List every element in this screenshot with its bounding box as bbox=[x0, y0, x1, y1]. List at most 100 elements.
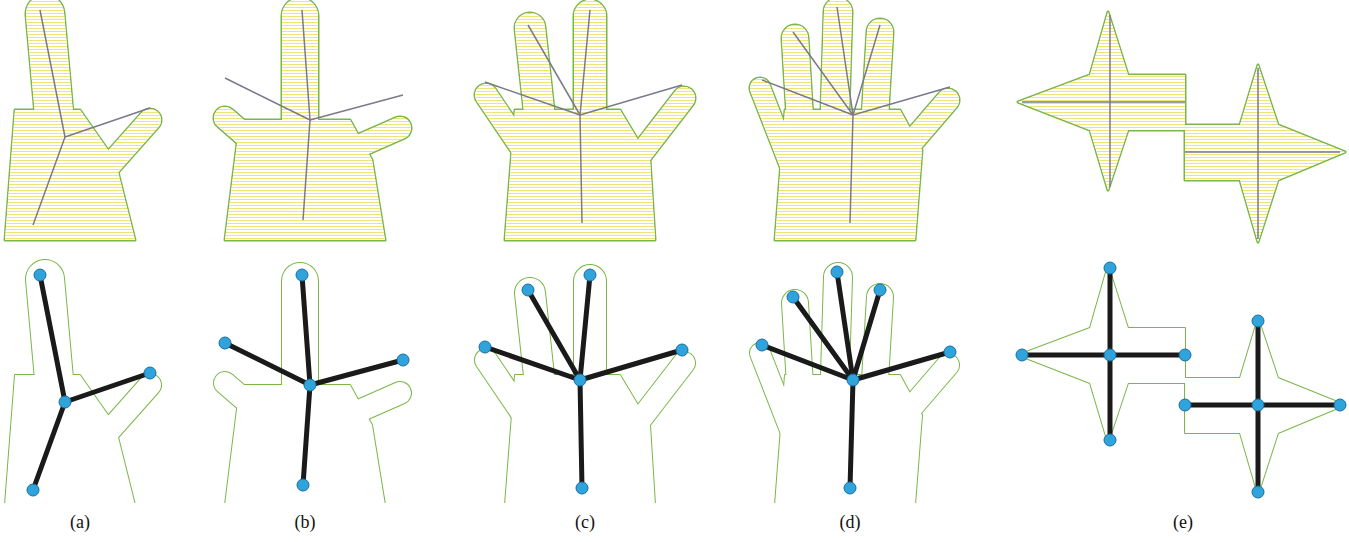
finger-region bbox=[905, 365, 948, 415]
skeleton-figure bbox=[1016, 262, 1346, 498]
panel-label: (c) bbox=[575, 512, 595, 533]
skeleton-figure bbox=[0, 269, 1349, 511]
medial-axis bbox=[1022, 101, 1110, 103]
finger-region bbox=[760, 88, 790, 165]
skeleton-node bbox=[1179, 399, 1191, 411]
skeleton-node bbox=[787, 291, 799, 303]
skeleton-node bbox=[479, 341, 491, 353]
hand-region bbox=[505, 375, 655, 505]
finger-region bbox=[110, 120, 150, 165]
skeleton-edge bbox=[837, 272, 853, 380]
chords bbox=[486, 16, 684, 240]
skeleton-edge bbox=[40, 275, 65, 402]
outline bbox=[5, 279, 150, 505]
hand-region bbox=[1018, 265, 1185, 443]
skeleton-node bbox=[844, 482, 856, 494]
finger-region bbox=[225, 383, 262, 415]
skeleton-edge bbox=[65, 373, 150, 402]
finger-region bbox=[760, 353, 790, 430]
interior bbox=[486, 16, 684, 240]
hand-region bbox=[1018, 265, 1185, 443]
medial-axis-figure bbox=[485, 10, 684, 240]
medial-axis-figure bbox=[1018, 12, 1345, 242]
medial-axis bbox=[580, 10, 590, 115]
medial-axis bbox=[40, 10, 65, 137]
medial-axis bbox=[853, 87, 950, 115]
skeleton-node bbox=[34, 269, 46, 281]
outline bbox=[5, 14, 150, 240]
chords bbox=[225, 16, 400, 240]
finger-region bbox=[640, 98, 684, 155]
skeleton-node bbox=[1252, 486, 1264, 498]
medial-axis-figure bbox=[760, 7, 950, 240]
finger-region bbox=[905, 365, 948, 415]
skeleton-edge bbox=[303, 385, 310, 485]
medial-axis-figure bbox=[225, 10, 403, 240]
skeleton-edge bbox=[580, 275, 590, 380]
finger-region bbox=[574, 16, 606, 115]
medial-axis bbox=[1257, 68, 1259, 152]
medial-axis bbox=[225, 78, 310, 120]
finger-region bbox=[835, 12, 838, 110]
skeleton-node bbox=[27, 484, 39, 496]
finger-region bbox=[45, 14, 55, 125]
skeleton-node bbox=[296, 269, 308, 281]
finger-region bbox=[835, 12, 838, 110]
finger-region bbox=[760, 88, 790, 165]
hand-region bbox=[1018, 12, 1185, 190]
skeleton-node bbox=[847, 374, 859, 386]
interior bbox=[760, 277, 948, 505]
skeleton-node bbox=[584, 269, 596, 281]
finger-region bbox=[905, 100, 948, 150]
skeleton-node bbox=[1179, 349, 1191, 361]
skeleton-node bbox=[59, 396, 71, 408]
skeleton-edge bbox=[1185, 403, 1258, 408]
medial-axis bbox=[485, 82, 580, 115]
finger-region bbox=[760, 88, 790, 165]
wrist-cut bbox=[0, 503, 1349, 511]
hand-region bbox=[1018, 12, 1185, 190]
finger-region bbox=[760, 353, 790, 430]
skeleton-node bbox=[522, 284, 534, 296]
finger-region bbox=[350, 393, 400, 415]
skeleton-node bbox=[1252, 315, 1264, 327]
outline bbox=[1018, 12, 1345, 242]
outline bbox=[486, 16, 684, 240]
interior bbox=[760, 12, 948, 240]
hand-region bbox=[505, 110, 655, 240]
outline bbox=[1018, 265, 1345, 495]
hand-region bbox=[1185, 65, 1345, 242]
outline bbox=[225, 281, 400, 505]
medial-axis bbox=[1258, 151, 1340, 153]
skeleton-node bbox=[574, 374, 586, 386]
interior bbox=[5, 14, 150, 240]
skeleton-node bbox=[874, 284, 886, 296]
skeleton-figure bbox=[0, 269, 1349, 511]
medial-axis-figure bbox=[5, 10, 150, 240]
finger-region bbox=[573, 16, 608, 115]
medial-axis bbox=[65, 108, 150, 137]
medial-axis bbox=[1110, 101, 1185, 103]
hand-region bbox=[505, 110, 655, 240]
medial-axis bbox=[33, 137, 65, 225]
medial-axis bbox=[310, 95, 403, 120]
finger-region bbox=[225, 118, 262, 150]
skeleton-node bbox=[219, 337, 231, 349]
medial-axis bbox=[850, 115, 853, 223]
finger-region bbox=[640, 98, 684, 155]
skeleton-edge bbox=[225, 343, 310, 385]
skeleton-edge bbox=[853, 290, 880, 380]
finger-region bbox=[905, 100, 948, 150]
finger-region bbox=[640, 363, 684, 420]
skeleton-figure bbox=[0, 269, 1349, 511]
skeleton-node bbox=[304, 379, 316, 391]
medial-axis bbox=[793, 32, 853, 115]
interior bbox=[1018, 12, 1345, 242]
medial-axis bbox=[1257, 152, 1259, 239]
wrist-cut bbox=[0, 503, 1349, 511]
wrist-cut bbox=[0, 503, 1349, 511]
chords bbox=[1018, 12, 1345, 242]
skeleton-node bbox=[297, 479, 309, 491]
chords bbox=[5, 14, 150, 240]
